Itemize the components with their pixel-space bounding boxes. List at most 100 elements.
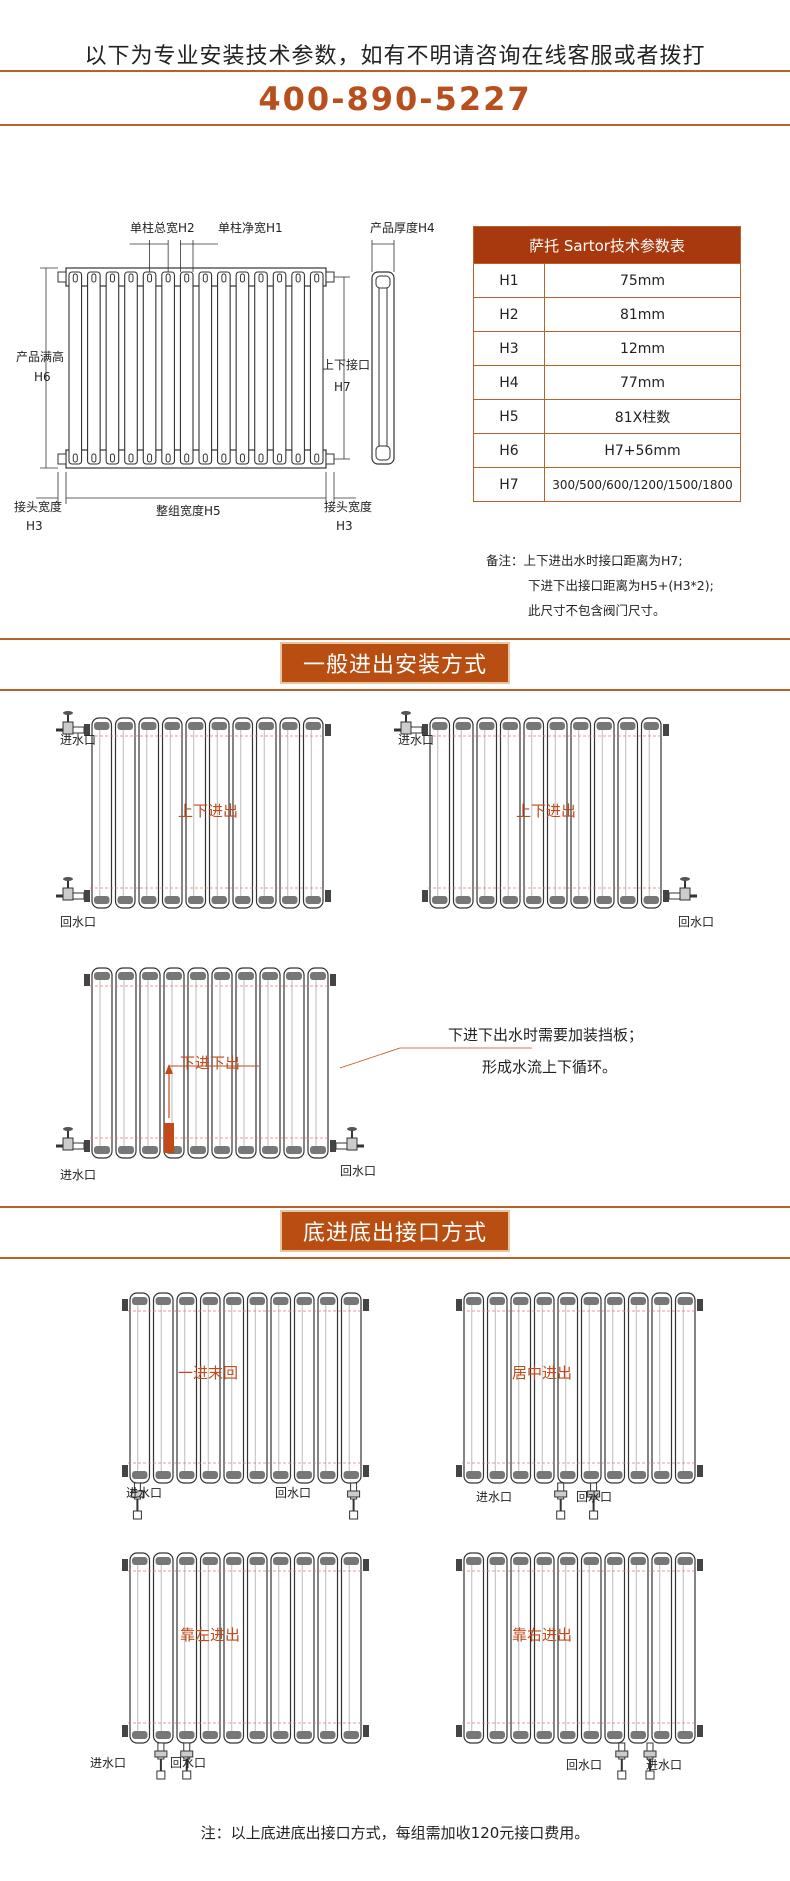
column-cap xyxy=(273,1297,289,1305)
column-cap xyxy=(94,722,110,730)
column-nub xyxy=(91,453,97,463)
column-cap xyxy=(320,1471,336,1479)
column-nub xyxy=(295,453,301,463)
valve-icon xyxy=(347,1482,361,1520)
column-cap xyxy=(296,1731,312,1739)
column-outline xyxy=(179,271,194,465)
column-nub xyxy=(314,453,320,463)
pointer-line xyxy=(339,1047,401,1069)
radiator-column xyxy=(674,1292,696,1484)
spec-value: 12mm xyxy=(544,331,741,366)
radiator-column xyxy=(452,717,474,909)
column-cap xyxy=(536,1731,552,1739)
label-whole-width: 整组宽度H5 xyxy=(156,504,221,518)
mode-label: 靠右进出 xyxy=(512,1626,573,1644)
column-cap xyxy=(560,1471,576,1479)
radiator-column xyxy=(617,717,639,909)
radiator-column xyxy=(510,1552,532,1744)
column-cap xyxy=(164,722,180,730)
remark-line-2: 下进下出接口距离为H5+(H3*2); xyxy=(528,578,714,593)
label-joint-width-right: 接头宽度 xyxy=(324,500,373,514)
column-cap xyxy=(560,1297,576,1305)
column-cap xyxy=(583,1731,599,1739)
radiator-column xyxy=(302,717,324,909)
return-label: 回水口 xyxy=(576,1490,613,1504)
column-cap xyxy=(560,1731,576,1739)
column-cap xyxy=(235,896,251,904)
label-h6: H6 xyxy=(34,370,51,384)
column-cap xyxy=(296,1557,312,1565)
joint xyxy=(57,271,67,283)
column-nub xyxy=(72,453,78,463)
radiator-column xyxy=(91,967,113,1159)
column-cap xyxy=(560,1557,576,1565)
radiator-column xyxy=(232,717,254,909)
valve-icon xyxy=(56,877,85,901)
column-cap xyxy=(630,1471,646,1479)
radiator-column xyxy=(429,717,451,909)
radiator-column xyxy=(523,717,545,909)
column-cap xyxy=(132,1471,148,1479)
column-outline xyxy=(161,271,175,465)
radiator-column xyxy=(627,1292,649,1484)
column-cap xyxy=(573,722,589,730)
column-cap xyxy=(677,1731,693,1739)
column-nub xyxy=(221,453,227,463)
label-joint-width-left: 接头宽度 xyxy=(14,500,63,514)
divider xyxy=(0,1257,790,1259)
column-cap xyxy=(549,722,565,730)
column-cap xyxy=(166,972,182,980)
column-cap xyxy=(118,972,134,980)
mode-label: 居中进出 xyxy=(512,1364,573,1382)
column-cap xyxy=(607,1471,623,1479)
radiator-column xyxy=(293,1552,315,1744)
column-cap xyxy=(630,1297,646,1305)
column-nub xyxy=(128,453,134,463)
return-label: 回水口 xyxy=(678,915,715,929)
radiator-column xyxy=(91,717,113,909)
column-cap xyxy=(273,1731,289,1739)
radiator-column xyxy=(604,1292,626,1484)
end-plug xyxy=(325,724,331,736)
radiator-drawing xyxy=(394,711,697,909)
column-cap xyxy=(132,1297,148,1305)
radiator-column xyxy=(223,1552,245,1744)
radiator-column xyxy=(604,1552,626,1744)
valve-icon xyxy=(154,1742,168,1780)
column-cap xyxy=(249,1731,265,1739)
flow-arrow-head xyxy=(165,1064,173,1074)
column-nub xyxy=(147,453,153,463)
end-plug xyxy=(122,1299,128,1311)
radiator-column xyxy=(546,717,568,909)
end-plug xyxy=(697,1299,703,1311)
column-cap xyxy=(202,1557,218,1565)
column-cap xyxy=(502,896,518,904)
column-cap xyxy=(513,1471,529,1479)
end-plug xyxy=(330,1140,336,1152)
column-cap xyxy=(489,1471,505,1479)
radiator-column xyxy=(161,717,183,909)
column-cap xyxy=(305,896,321,904)
column-nub xyxy=(258,273,264,283)
end-plug xyxy=(663,890,669,902)
baffle-plate xyxy=(164,1123,174,1153)
column-cap xyxy=(607,1557,623,1565)
valve-icon xyxy=(180,1742,194,1780)
return-label: 回水口 xyxy=(60,915,97,929)
column-cap xyxy=(343,1471,359,1479)
divider xyxy=(0,638,790,640)
column-cap xyxy=(310,1146,326,1154)
inlet-label: 进水口 xyxy=(60,1168,97,1182)
radiator-column xyxy=(651,1552,673,1744)
label-single-net-width: 单柱净宽H1 xyxy=(218,221,283,235)
valve-icon xyxy=(554,1482,568,1520)
column-cap xyxy=(179,1297,195,1305)
column-cap xyxy=(513,1731,529,1739)
column-cap xyxy=(214,972,230,980)
column-cap xyxy=(583,1297,599,1305)
radiator-column xyxy=(580,1292,602,1484)
column-cap xyxy=(583,1471,599,1479)
column-outline xyxy=(105,271,120,465)
